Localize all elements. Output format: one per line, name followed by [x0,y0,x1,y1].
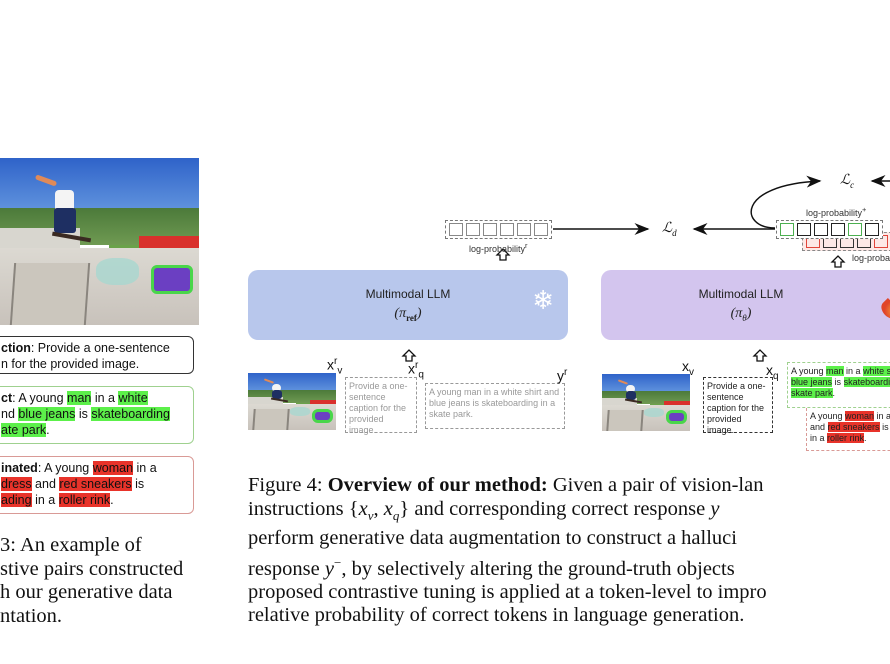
figure3-caption-line: stive pairs constructed [0,557,184,580]
figure4-caption: Figure 4: Overview of our method: Given … [248,474,767,628]
up-arrow-icon [752,349,768,362]
photo-graffiti-tag [151,264,194,295]
figure4-caption-line: response y−, by selectively altering the… [248,554,735,580]
hallucinated-response-box: inated: A young woman in a dress and red… [0,456,194,514]
up-arrow-icon [830,255,846,268]
photo-graffiti [95,258,140,285]
figure4-caption-line: instructions {xv, xq} and corresponding … [248,497,720,523]
xv-ref-label: xrv [327,356,343,377]
token-box [449,223,463,236]
y-ref-label: yr [557,367,568,384]
up-arrow-icon [495,248,511,261]
token-box [517,223,531,236]
ref-logprob-tokens [445,220,552,239]
policy-instruction-box: Provide a one-sentence caption for the p… [703,377,773,435]
xv-policy-label: xv [682,358,694,378]
instruction-box: ction: Provide a one-sentence n for the … [0,336,194,374]
policy-logprob-plus-label: log-probability+ [806,205,867,218]
ref-response-box: A young man in a white shirt and blue je… [425,383,565,429]
llm-name: Multimodal LLM [365,287,451,301]
token-box [797,223,811,236]
skateboard-photo-large [0,158,199,325]
figure4-caption-line: relative probability of correct tokens i… [248,604,745,627]
photo-banner [139,236,199,250]
token-box [848,223,862,236]
token-box [483,223,497,236]
figure4-caption-line: perform generative data augmentation to … [248,527,737,550]
token-box [500,223,514,236]
photo-skater [34,174,91,244]
negative-response-box: A young woman in a and red sneakers is i… [806,408,890,451]
figure4-caption-line: Figure 4: Overview of our method: Given … [248,474,764,496]
ref-logprob-label: log-probabilityr [469,241,528,254]
skateboard-photo-policy [602,374,690,431]
positive-response-box: A young man in a white s blue jeans is s… [787,362,890,408]
token-box [534,223,548,236]
figure3-caption-line: ntation. [0,604,63,627]
token-box [466,223,480,236]
policy-llm-block: Multimodal LLM (πθ) [601,270,890,340]
llm-symbol: (πref) [394,306,422,323]
figure4-caption-line: proposed contrastive tuning is applied a… [248,580,767,603]
reference-llm-block: Multimodal LLM (πref) ❄ [248,270,568,340]
skateboard-photo-ref [248,373,336,430]
token-box [865,223,879,236]
loss-d: ℒd [662,221,677,238]
arrow-policy-to-loss-c [750,175,822,229]
xq-policy-label: xq [766,362,779,382]
figure3-caption-line: h our generative data [0,581,173,603]
snowflake-icon: ❄ [532,285,554,315]
token-box [831,223,845,236]
correct-response-box: ct: A young man in a white nd blue jeans… [0,386,194,444]
llm-name: Multimodal LLM [698,287,784,301]
policy-logprob-plus-tokens [776,220,883,239]
xq-ref-label: xrq [408,360,424,381]
policy-logprob-minus-label: log-proba [852,253,890,263]
ref-instruction-box: Provide a one-sentence caption for the p… [345,377,417,435]
up-arrow-icon [401,349,417,362]
figure3-caption-line: 3: An example of [0,534,142,556]
figure3-caption: 3: An example of stive pairs constructed… [0,534,183,628]
loss-c: ℒc [840,173,855,190]
llm-symbol: (πθ) [730,306,752,323]
token-box [814,223,828,236]
token-box [780,223,794,236]
